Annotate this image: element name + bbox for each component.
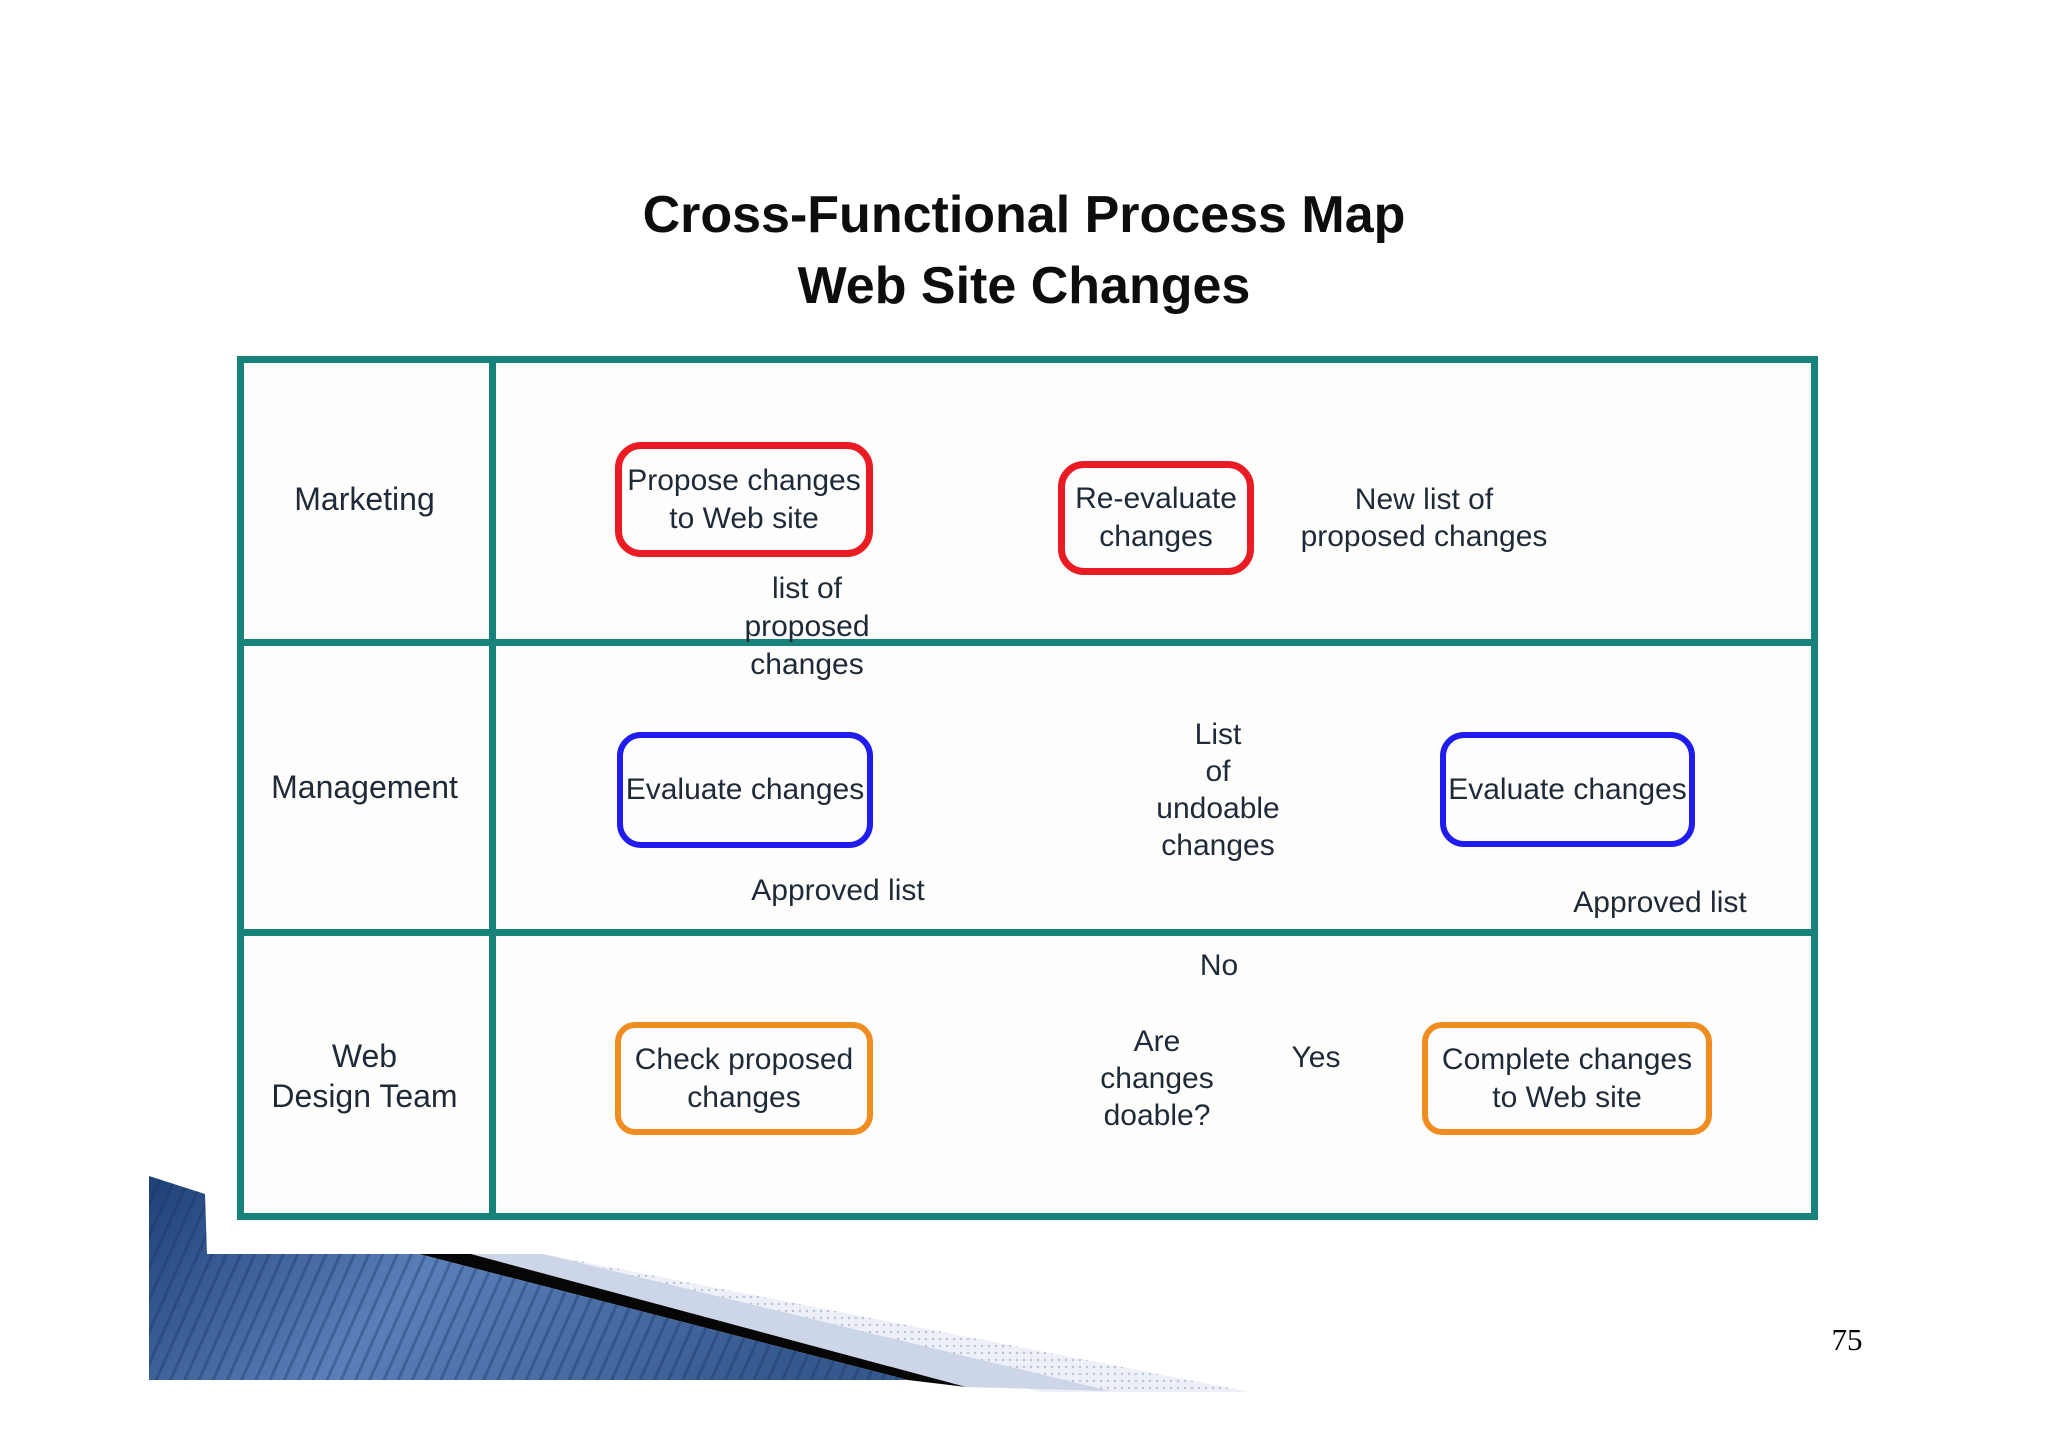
edge-label-list-of-undoable-changes: List of undoable changes bbox=[1156, 718, 1280, 862]
node-propose-changes: Propose changes to Web site bbox=[615, 442, 873, 557]
swimlane-column-divider bbox=[489, 356, 496, 1220]
node-check-proposed-changes: Check proposed changes bbox=[615, 1022, 873, 1135]
node-evaluate-changes-right: Evaluate changes bbox=[1440, 732, 1695, 847]
edge-label-yes: Yes bbox=[1291, 1041, 1341, 1074]
lane-label-management: Management bbox=[271, 769, 458, 805]
title-line-1: Cross-Functional Process Map bbox=[642, 186, 1406, 244]
node-decision-are-changes-doable: Are changes doable? bbox=[1100, 1024, 1214, 1132]
page-number: 75 bbox=[1831, 1322, 1863, 1357]
edge-label-no: No bbox=[1199, 949, 1239, 982]
swoosh-dotted-wedge bbox=[543, 1254, 1250, 1392]
edge-label-approved-list-left: Approved list bbox=[751, 874, 925, 907]
title-line-2: Web Site Changes bbox=[797, 257, 1251, 315]
lane-label-marketing: Marketing bbox=[294, 481, 435, 517]
node-reevaluate-changes: Re-evaluate changes bbox=[1058, 461, 1254, 575]
edge-label-list-of-proposed-changes: list of proposed changes bbox=[744, 572, 870, 681]
swimlane-row-divider-1 bbox=[237, 639, 1818, 646]
corner-swoosh-decoration bbox=[149, 1176, 1250, 1392]
node-evaluate-changes-left: Evaluate changes bbox=[617, 732, 873, 848]
lane-label-web-design-team: Web Design Team bbox=[271, 1038, 458, 1114]
edge-label-new-list-of-proposed-changes: New list of proposed changes bbox=[1300, 483, 1548, 553]
swimlane-row-divider-2 bbox=[237, 929, 1818, 936]
swoosh-pale-stripe bbox=[471, 1254, 1110, 1391]
page-title: Cross-Functional Process Map Web Site Ch… bbox=[0, 180, 2048, 322]
node-complete-changes: Complete changes to Web site bbox=[1422, 1022, 1712, 1135]
edge-label-approved-list-right: Approved list bbox=[1573, 886, 1747, 919]
swoosh-blue-hatch bbox=[149, 1176, 908, 1380]
swoosh-black-stripe bbox=[419, 1254, 966, 1387]
